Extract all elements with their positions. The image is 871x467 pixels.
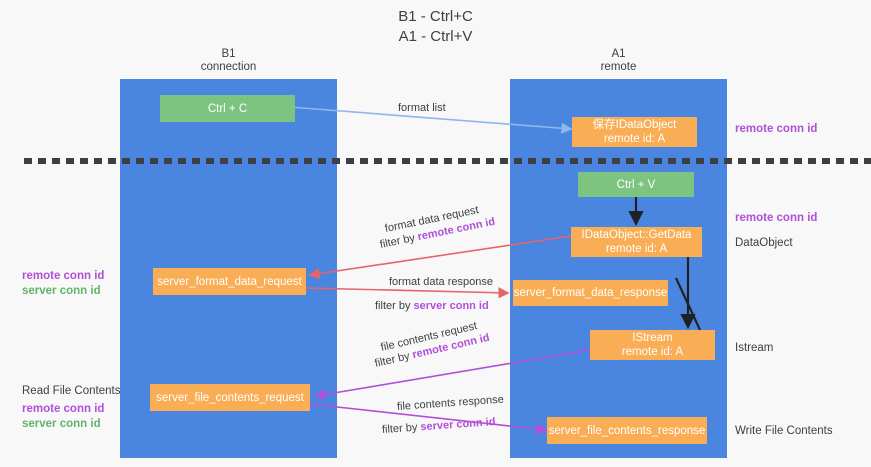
column-header-a1: A1 remote [510, 48, 727, 74]
column-a1-name: A1 [611, 48, 626, 60]
right-label-remote-conn-id-1: remote conn id [735, 123, 818, 135]
box-istream-line2: remote id: A [621, 346, 684, 358]
right-label-dataobject: DataObject [735, 237, 793, 249]
edge-label-fdres-plain: filter by [375, 300, 414, 312]
box-save-idataobject-line1: 保存IDataObject [592, 119, 677, 131]
edge-label-format-data-response-line2: filter by server conn id [375, 299, 489, 313]
right-label-write-file-contents: Write File Contents [735, 425, 833, 437]
box-idataobject-getdata[interactable]: IDataObject::GetData remote id: A [571, 227, 702, 257]
column-b1-role: connection [200, 61, 257, 73]
box-istream[interactable]: IStream remote id: A [590, 330, 715, 360]
box-ctrl-v-label: Ctrl + V [616, 178, 656, 191]
column-b1-name: B1 [221, 48, 236, 60]
edge-label-fcres-plain: filter by [381, 421, 421, 436]
column-a1-role: remote [600, 61, 637, 73]
left-label-remote-conn-id-1: remote conn id [22, 270, 105, 282]
edge-label-fcres-accent: server conn id [420, 416, 496, 434]
box-server-file-contents-response[interactable]: server_file_contents_response [547, 417, 707, 444]
box-save-idataobject[interactable]: 保存IDataObject remote id: A [572, 117, 697, 147]
box-server-file-contents-request[interactable]: server_file_contents_request [150, 384, 310, 411]
box-ctrl-c-label: Ctrl + C [207, 102, 248, 115]
box-save-idataobject-line2: remote id: A [603, 133, 666, 145]
right-label-remote-conn-id-2: remote conn id [735, 212, 818, 224]
edge-label-format-data-response-line1: format data response [389, 276, 493, 288]
box-server-format-data-request[interactable]: server_format_data_request [153, 268, 306, 295]
right-label-istream: Istream [735, 342, 774, 354]
edge-label-file-contents-response-line1: file contents response [396, 393, 505, 413]
page-title: B1 - Ctrl+C A1 - Ctrl+V [0, 7, 871, 47]
edge-label-fdreq-plain: filter by [378, 231, 419, 251]
edge-label-fcreq-plain: filter by [373, 349, 414, 370]
box-getdata-line1: IDataObject::GetData [581, 229, 692, 241]
title-line-2: A1 - Ctrl+V [398, 28, 473, 45]
left-label-group-2: remote conn id server conn id [22, 402, 104, 432]
edge-label-fdres-accent: server conn id [413, 300, 489, 312]
box-ctrl-c[interactable]: Ctrl + C [160, 95, 295, 122]
column-header-b1: B1 connection [120, 48, 337, 74]
edge-label-format-list: format list [398, 102, 446, 114]
left-label-server-conn-id-1: server conn id [22, 285, 101, 297]
left-label-remote-conn-id-2: remote conn id [22, 403, 105, 415]
box-getdata-line2: remote id: A [605, 243, 668, 255]
edge-label-file-contents-response-line2: filter by server conn id [382, 415, 496, 437]
left-label-server-conn-id-2: server conn id [22, 418, 101, 430]
left-label-group-1: remote conn id server conn id [22, 269, 104, 299]
box-istream-line1: IStream [632, 332, 673, 344]
box-ctrl-v[interactable]: Ctrl + V [578, 172, 694, 197]
box-server-format-data-response[interactable]: server_format_data_response [513, 280, 668, 306]
box-server-file-contents-request-label: server_file_contents_request [156, 391, 304, 404]
title-line-1: B1 - Ctrl+C [398, 8, 473, 25]
box-server-format-data-response-label: server_format_data_response [513, 287, 668, 299]
box-server-file-contents-response-label: server_file_contents_response [548, 424, 706, 437]
box-server-format-data-request-label: server_format_data_request [157, 275, 302, 288]
left-label-read-file-contents: Read File Contents [22, 385, 121, 397]
